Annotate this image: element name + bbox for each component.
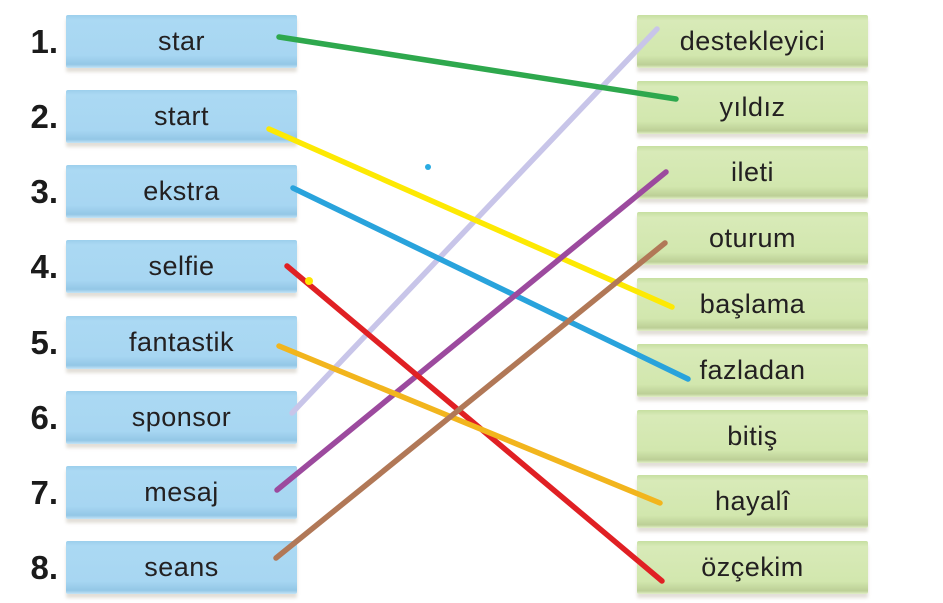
left-row-3: 3. ekstra [0,165,297,218]
right-item-ileti: ileti [637,146,868,199]
left-item-mesaj: mesaj [66,466,297,519]
right-item-destekleyici: destekleyici [637,15,868,68]
left-row-4: 4. selfie [0,240,297,293]
item-number-3: 3. [30,173,58,210]
item-number-6: 6. [30,399,58,436]
right-item-bitis: bitiş [637,410,868,463]
item-number-1: 1. [30,23,58,60]
left-row-6: 6. sponsor [0,391,297,444]
item-number-5: 5. [30,324,58,361]
left-item-sponsor: sponsor [66,391,297,444]
left-item-fantastik: fantastik [66,316,297,369]
left-row-7: 7. mesaj [0,466,297,519]
left-row-1: 1. star [0,15,297,68]
left-item-seans: seans [66,541,297,594]
item-number-7: 7. [30,474,58,511]
left-row-5: 5. fantastik [0,316,297,369]
line-mesaj-ileti [274,169,669,493]
right-item-hayali: hayalî [637,475,868,528]
right-item-fazladan: fazladan [637,344,868,397]
stray-dot-1 [425,164,431,170]
left-item-selfie: selfie [66,240,297,293]
left-item-star: star [66,15,297,68]
line-fantastik-hayali [276,343,663,506]
line-selfie-ozcekim [284,263,665,584]
left-row-8: 8. seans [0,541,297,594]
right-item-oturum: oturum [637,212,868,265]
item-number-8: 8. [30,549,58,586]
left-item-start: start [66,90,297,143]
left-item-ekstra: ekstra [66,165,297,218]
left-row-2: 2. start [0,90,297,143]
right-item-yildiz: yıldız [637,81,868,134]
line-star-yildiz [276,34,679,102]
line-sponsor-destekleyici [289,26,660,416]
item-number-4: 4. [30,248,58,285]
right-item-ozcekim: özçekim [637,541,868,594]
line-seans-oturum [273,240,668,561]
stray-dot-2 [305,277,313,285]
line-ekstra-fazladan [290,185,691,382]
item-number-2: 2. [30,98,58,135]
right-item-baslama: başlama [637,278,868,331]
line-start-baslama [266,126,675,310]
